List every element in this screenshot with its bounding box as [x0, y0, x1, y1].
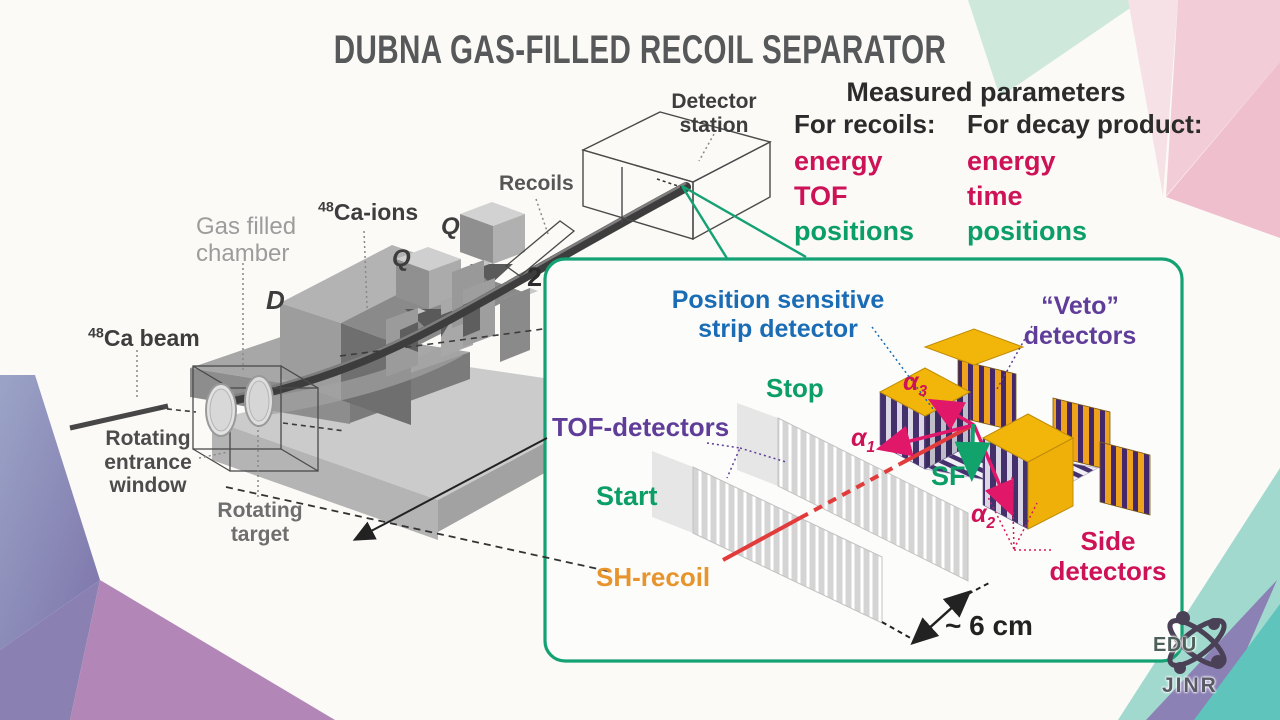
recoils-item-positions: positions	[794, 216, 914, 246]
dipole-label: D	[266, 285, 285, 315]
veto-leader	[996, 325, 1033, 390]
scale-label: ~ 6 cm	[945, 610, 1033, 641]
tof-leader	[706, 442, 787, 479]
corner-top-right	[968, 0, 1280, 238]
detector-station-label: Detector station	[671, 90, 757, 137]
tof-stop-panel	[777, 417, 969, 582]
recoils-label: Recoils	[499, 172, 574, 195]
recoils-column-header: For recoils:	[794, 109, 936, 139]
recoil-trajectory	[722, 424, 972, 562]
stop-label: Stop	[766, 373, 824, 403]
veto-panel-3	[1099, 441, 1151, 516]
decay-item-positions: positions	[967, 216, 1087, 246]
alpha3-label: α3	[903, 368, 928, 400]
side-detectors-label: Side detectors	[1049, 526, 1167, 586]
strip-detector-label: Position sensitive strip detector	[671, 286, 885, 343]
beam-tube	[227, 178, 691, 405]
rotating-discs	[205, 375, 274, 437]
decay-column-header: For decay product:	[967, 109, 1203, 139]
inset-pointer-arrow	[352, 437, 548, 541]
sh-recoil-label: SH-recoil	[596, 562, 711, 592]
parameters-title: Measured parameters	[846, 77, 1126, 107]
sf-arrow	[954, 423, 991, 482]
gas-chamber-label: Gas filled chamber	[196, 213, 297, 267]
rotating-window-label: Rotating entrance window	[104, 427, 192, 498]
veto-detectors-label: “Veto” detectors	[1023, 292, 1137, 350]
recoils-item-energy: energy	[794, 146, 883, 176]
dashed-beamline	[157, 328, 544, 432]
sf-label: SF	[931, 461, 966, 491]
beam-axis-dashed	[225, 486, 613, 573]
alpha-arrows	[875, 398, 1014, 517]
beam-support	[253, 340, 463, 417]
tof-panels	[652, 403, 969, 624]
tube-sleeve	[504, 220, 576, 277]
rotating-target-label: Rotating target	[217, 499, 303, 546]
start-label: Start	[596, 481, 658, 511]
decay-item-energy: energy	[967, 146, 1056, 176]
logo-jinr-text: JINR	[1162, 674, 1218, 697]
strip-detector-leader	[871, 326, 934, 410]
inset-panel	[543, 184, 1184, 663]
quadrupole-label-2: Q	[441, 213, 460, 240]
corner-bottom-left	[0, 375, 335, 720]
ca-ions-label: 48Ca-ions	[318, 199, 419, 225]
label-leader-lines	[136, 133, 715, 497]
detector-station-wireframe	[581, 111, 772, 241]
scale-arrow	[881, 582, 990, 646]
slide-title: DUBNA GAS-FILLED RECOIL SEPARATOR	[333, 28, 947, 72]
alpha2-label: α2	[971, 500, 996, 532]
alpha1-label: α1	[851, 424, 876, 456]
ca-beam-label: 48Ca beam	[88, 325, 200, 351]
quadrupole-label-1: Q	[392, 245, 411, 272]
tof-detectors-label: TOF-detectors	[552, 412, 730, 442]
bend-number-label: 2	[527, 262, 543, 292]
side-detector-leaders	[987, 473, 1052, 551]
ca-beam-line	[69, 403, 169, 431]
logo-edu-text: EDU	[1153, 634, 1197, 656]
decay-item-time: time	[967, 181, 1023, 211]
recoils-item-tof: TOF	[794, 181, 848, 211]
veto-lid	[923, 328, 1025, 366]
